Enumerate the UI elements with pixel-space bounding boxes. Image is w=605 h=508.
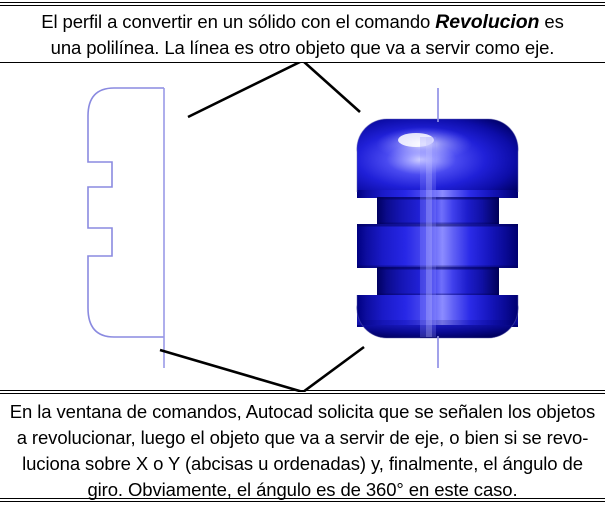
top-caption-bottom-rule	[0, 62, 605, 63]
leader-top-left	[187, 62, 303, 119]
groove-upper	[377, 197, 499, 225]
top-border-rule	[0, 2, 605, 6]
bottom-caption-line4: giro. Obviamente, el ángulo es de 360° e…	[87, 479, 518, 500]
top-caption-part1: El perfil a convertir en un sólido con e…	[41, 11, 436, 32]
top-caption-line2: una polilínea. La línea es otro objeto q…	[50, 37, 555, 58]
leader-bottom-left	[159, 348, 304, 392]
bottom-caption-line2: a revolucionar, luego el objeto que va a…	[16, 427, 589, 448]
leader-bottom-right	[302, 345, 365, 392]
top-caption: El perfil a convertir en un sólido con e…	[0, 9, 605, 61]
bottom-border-top-rule	[0, 390, 605, 394]
bottom-caption-line1: En la ventana de comandos, Autocad solic…	[9, 401, 596, 422]
drawing-area	[0, 62, 605, 392]
profile-polyline	[87, 87, 164, 338]
revolved-solid	[356, 118, 519, 339]
command-name-emphasis: Revolucion	[435, 11, 540, 33]
bottom-caption: En la ventana de comandos, Autocad solic…	[0, 399, 605, 503]
bottom-border-rule	[0, 498, 605, 502]
groove-lower	[377, 267, 499, 296]
rib-middle	[357, 224, 518, 268]
top-caption-paragraph: El perfil a convertir en un sólido con e…	[0, 9, 605, 61]
leader-lines	[159, 62, 365, 392]
top-caption-part2: es	[539, 11, 564, 32]
bottom-caption-line3: luciona sobre X o Y (abcisas u ordenadas…	[22, 453, 583, 474]
leader-top-right	[302, 62, 361, 113]
